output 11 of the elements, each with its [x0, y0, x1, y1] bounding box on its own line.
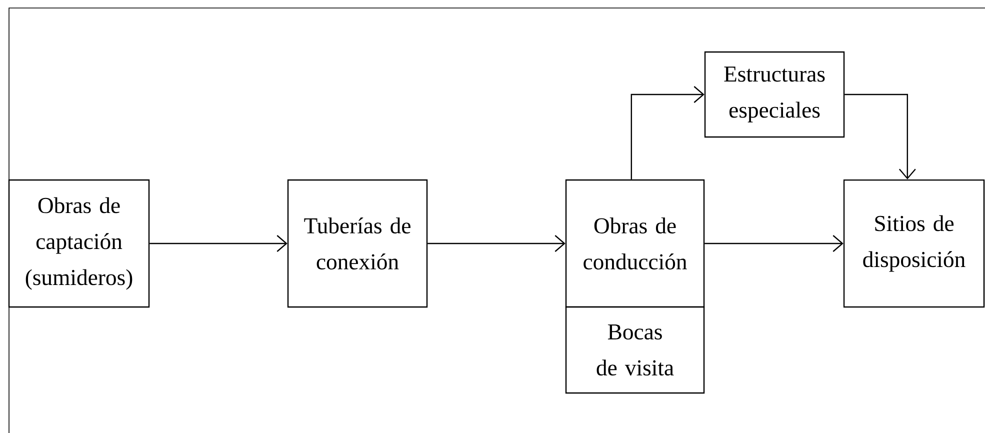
process-box: Tuberías de conexión [287, 179, 428, 308]
arrow [150, 235, 288, 252]
process-box: Bocas de visita [565, 306, 705, 394]
process-box: Obras de captación (sumideros) [8, 179, 150, 308]
arrow [630, 86, 704, 180]
arrow [704, 235, 844, 252]
arrow [428, 235, 566, 252]
process-box: Estructuras especiales [704, 51, 845, 138]
process-box: Sitios de disposición [843, 179, 985, 308]
process-box: Obras de conducción [565, 179, 705, 308]
arrow [844, 94, 916, 180]
